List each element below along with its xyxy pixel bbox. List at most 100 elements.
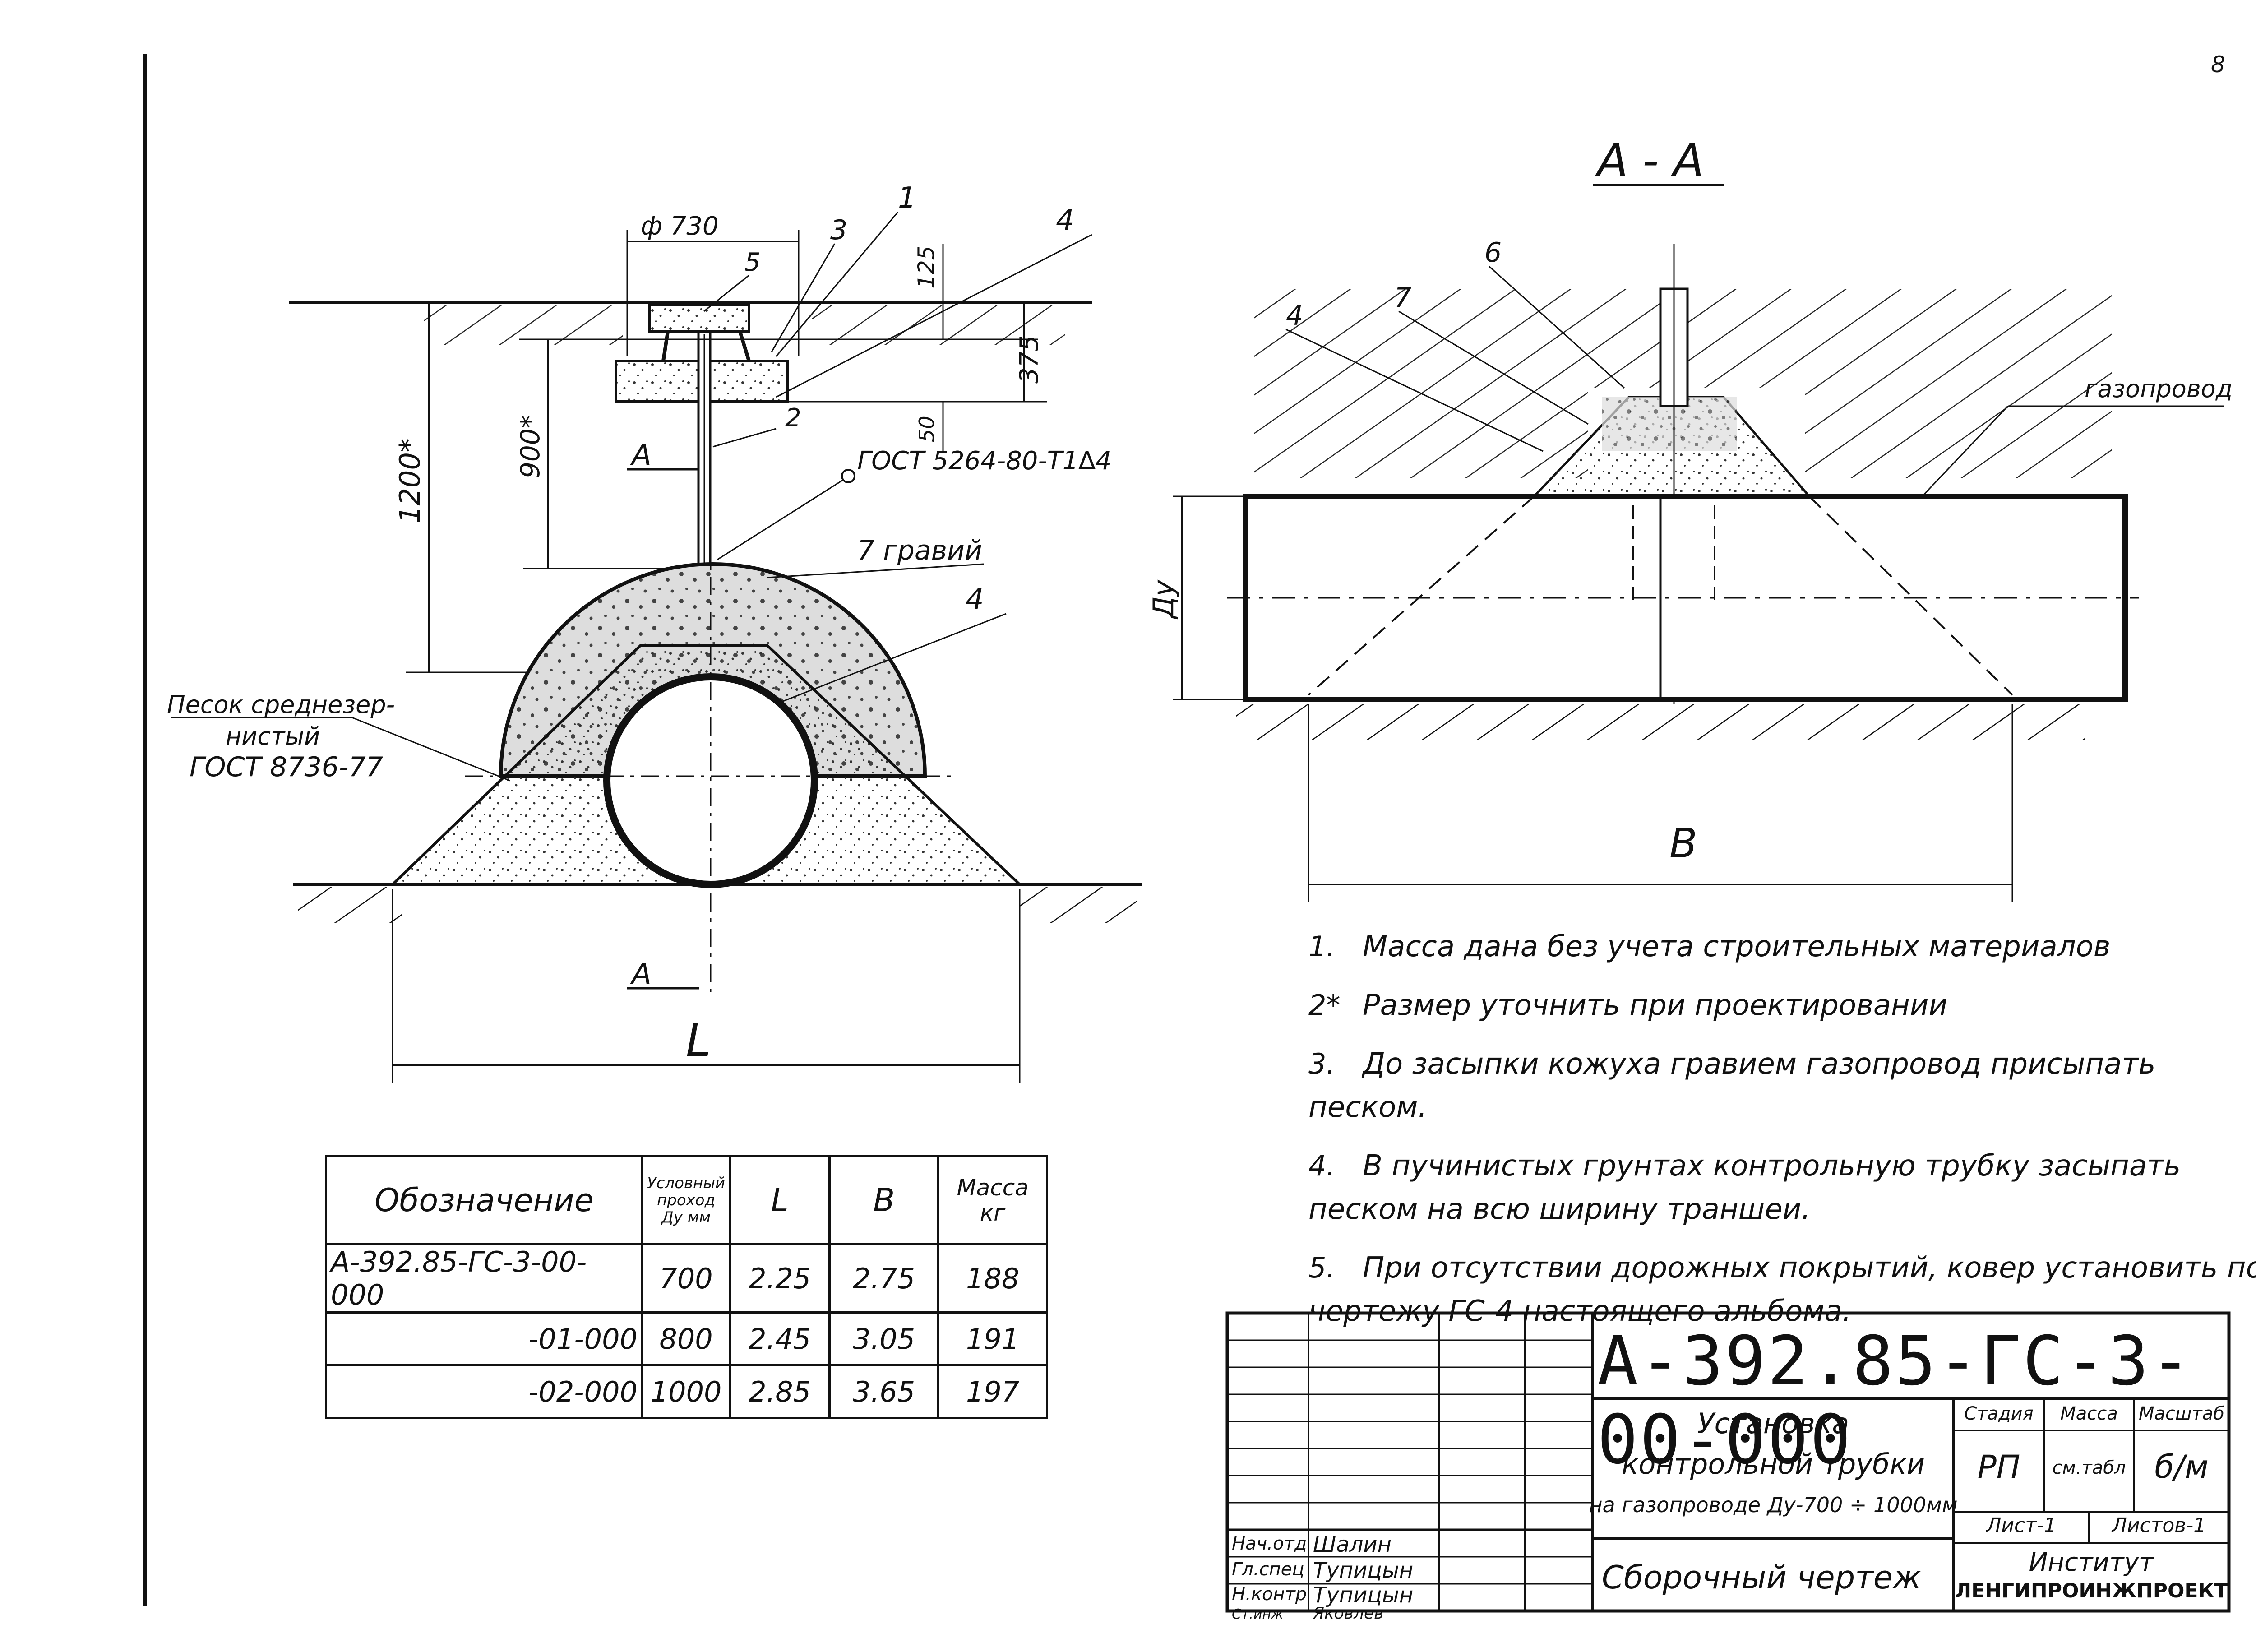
spec-cell: 191: [937, 1311, 1049, 1366]
callout-2: 2: [785, 403, 801, 433]
carpet-top: [648, 303, 750, 333]
notes-list: 1. Масса дана без учета строительных мате…: [1308, 925, 2256, 1348]
callout-4-top: 4: [1056, 204, 1074, 237]
dim-900-label: 900*: [515, 415, 546, 478]
callout-5: 5: [744, 248, 761, 277]
dim-125-label: 125: [913, 246, 939, 289]
spec-header-L: L: [729, 1155, 831, 1245]
dim-Dy-label: Ду: [1147, 579, 1180, 620]
note-2-text: Размер уточнить при проектировании: [1363, 989, 1948, 1022]
sand-label-line3: ГОСТ 8736-77: [190, 751, 383, 783]
dim-730-label: ф 730: [641, 212, 719, 241]
spec-header-designation: Обозначение: [325, 1155, 643, 1245]
title-line-1: Установка: [1697, 1407, 1849, 1440]
ground-hatch-left: [424, 305, 623, 345]
spec-cell: 2.85: [729, 1364, 831, 1419]
sheet-value: Лист-1: [1986, 1514, 2057, 1537]
spec-cell: А-392.85-ГС-3-00-000: [325, 1243, 643, 1314]
table-row: А-392.85-ГС-3-00-000 700 2.25 2.75 188: [325, 1243, 1049, 1314]
mass-value: см.табл: [2052, 1458, 2126, 1478]
spec-header-dn: Условный проход Ду мм: [641, 1155, 731, 1245]
stage-value: РП: [1977, 1448, 2020, 1485]
title-block: А-392.85-ГС-3-00-000 Установка контрольн…: [1227, 1313, 2229, 1623]
spec-cell: 188: [937, 1243, 1049, 1314]
spec-cell: 800: [641, 1311, 731, 1366]
callout-4-section: 4: [1286, 300, 1303, 332]
sig-role-3: Н.контр: [1232, 1584, 1307, 1605]
page-mark: 8: [2211, 51, 2225, 78]
spec-header-row: Обозначение Условный проход Ду мм L В Ма…: [325, 1155, 1049, 1245]
section-marker-bottom: A: [630, 958, 652, 991]
note-5-text: При отсутствии дорожных покрытий, ковер …: [1308, 1251, 2256, 1328]
table-row: -02-000 1000 2.85 3.65 197: [325, 1364, 1049, 1419]
ground-hatch-right: [812, 305, 1065, 345]
note-3-num: 3.: [1308, 1047, 1336, 1080]
sig-name-1: Шалин: [1313, 1532, 1392, 1557]
note-5-num: 5.: [1308, 1251, 1336, 1284]
callout-6-section: 6: [1484, 237, 1502, 268]
title-line-3: на газопроводе Ду-700 ÷ 1000мм: [1589, 1493, 1958, 1517]
sig-role-4: Ст.инж: [1232, 1606, 1284, 1622]
sheets-value: Листов-1: [2112, 1514, 2206, 1537]
note-4-text: В пучинистых грунтах контрольную трубку …: [1308, 1149, 2181, 1226]
note-4-num: 4.: [1308, 1149, 1336, 1182]
sig-name-4: Яковлев: [1313, 1604, 1384, 1623]
section-title: А - А: [1595, 134, 1704, 187]
scale-header: Масштаб: [2138, 1403, 2225, 1424]
spec-header-mass: Масса кг: [937, 1155, 1049, 1245]
callout-1: 1: [898, 181, 916, 215]
spec-table: Обозначение Условный проход Ду мм L В Ма…: [325, 1155, 1049, 1419]
spec-cell: 700: [641, 1243, 731, 1314]
drawing-number: А-392.85-ГС-3-00-000: [1597, 1322, 2193, 1479]
sand-label-line2: нистый: [226, 722, 320, 750]
sig-name-2: Тупицын: [1313, 1558, 1414, 1583]
title-block-frame: [1225, 1311, 2231, 1613]
note-5: 5.При отсутствии дорожных покрытий, кове…: [1308, 1246, 2256, 1333]
stage-header: Стадия: [1964, 1403, 2034, 1424]
sig-name-3: Тупицын: [1313, 1583, 1414, 1608]
note-2-num: 2*: [1308, 989, 1341, 1022]
note-4: 4.В пучинистых грунтах контрольную трубк…: [1308, 1144, 2256, 1231]
section-marker-top: A: [630, 439, 652, 472]
spec-cell: -01-000: [325, 1311, 643, 1366]
mass-header: Масса: [2060, 1403, 2118, 1424]
dim-1200-label: 1200*: [393, 438, 426, 523]
drawing-title: Установка контрольной трубки на газопров…: [1588, 1403, 1958, 1525]
note-1: 1. Масса дана без учета строительных мате…: [1308, 925, 2256, 968]
carpet-body: [661, 331, 751, 362]
drawing-subtitle: Сборочный чертеж: [1602, 1559, 1922, 1596]
spec-cell: 2.25: [729, 1243, 831, 1314]
dim-L-label: L: [686, 1014, 711, 1067]
section-a-a: А - А 4 7 6: [1147, 134, 2233, 902]
callout-4-dome: 4: [966, 583, 984, 616]
gost-weld-label: ГОСТ 5264-80-Т1∆4: [857, 446, 1112, 476]
title-line-2: контрольной трубки: [1621, 1448, 1925, 1481]
callout-3: 3: [830, 214, 847, 246]
sand-label-line1: Песок среднезер-: [167, 690, 395, 719]
spec-cell: -02-000: [325, 1364, 643, 1419]
note-1-text: Масса дана без учета строительных матери…: [1363, 930, 2111, 963]
spec-cell: 197: [937, 1364, 1049, 1419]
institute-name: ЛЕНГИПРОИНЖПРОЕКТ: [1955, 1579, 2228, 1602]
note-1-num: 1.: [1308, 930, 1336, 963]
dim-B-label: В: [1669, 820, 1697, 867]
scale-value: б/м: [2154, 1448, 2209, 1485]
left-cross-section: ф 730 125 375 50 900* 1200* L 1 3 4 5 2 …: [167, 181, 1142, 1083]
note-2: 2* Размер уточнить при проектировании: [1308, 984, 2256, 1027]
gravel-label: 7 гравий: [857, 535, 982, 566]
dim-375-label: 375: [1015, 335, 1044, 384]
spec-cell: 3.65: [828, 1364, 940, 1419]
table-row: -01-000 800 2.45 3.05 191: [325, 1311, 1049, 1366]
note-3-text: До засыпки кожуха гравием газопровод при…: [1308, 1047, 2156, 1124]
pipe-label: газопровод: [2085, 375, 2233, 403]
spec-header-B: В: [828, 1155, 940, 1245]
callout-7-section: 7: [1394, 282, 1411, 314]
spec-cell: 3.05: [828, 1311, 940, 1366]
spec-cell: 2.75: [828, 1243, 940, 1314]
spec-cell: 1000: [641, 1364, 731, 1419]
sig-role-1: Нач.отд: [1232, 1533, 1307, 1554]
dim-50-label: 50: [915, 416, 939, 442]
institute-label: Институт: [2029, 1548, 2154, 1577]
spec-cell: 2.45: [729, 1311, 831, 1366]
